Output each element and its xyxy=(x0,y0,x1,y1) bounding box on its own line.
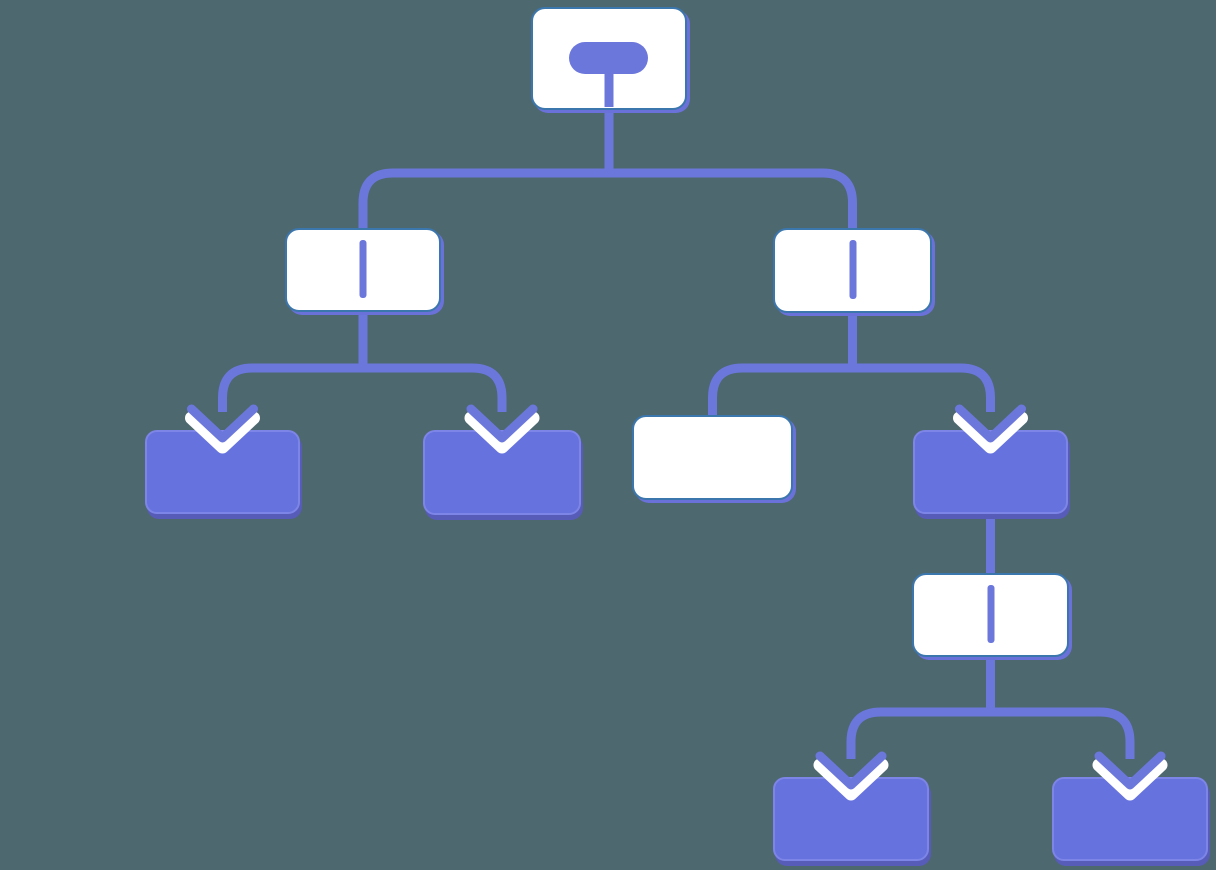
action-node-left-2[interactable] xyxy=(423,430,581,515)
empty-node-right[interactable] xyxy=(632,415,793,500)
connector-branch-bottom xyxy=(846,654,1135,759)
branch-node-bottom[interactable] xyxy=(912,573,1069,657)
pass-through-line xyxy=(987,585,994,643)
root-node[interactable] xyxy=(531,7,687,110)
pass-through-line xyxy=(849,240,856,299)
connector-branch-left xyxy=(218,309,507,412)
branch-node-right[interactable] xyxy=(773,228,932,313)
action-node-bottom-right[interactable] xyxy=(1052,777,1208,861)
pass-through-line xyxy=(359,240,367,298)
action-node-bottom-left[interactable] xyxy=(773,777,929,861)
connector-branch-right xyxy=(708,310,995,419)
pill-stem xyxy=(604,67,614,107)
action-node-left-1[interactable] xyxy=(145,430,300,514)
branch-node-left[interactable] xyxy=(285,228,441,312)
connector-root xyxy=(358,108,857,236)
action-node-right[interactable] xyxy=(913,430,1068,514)
